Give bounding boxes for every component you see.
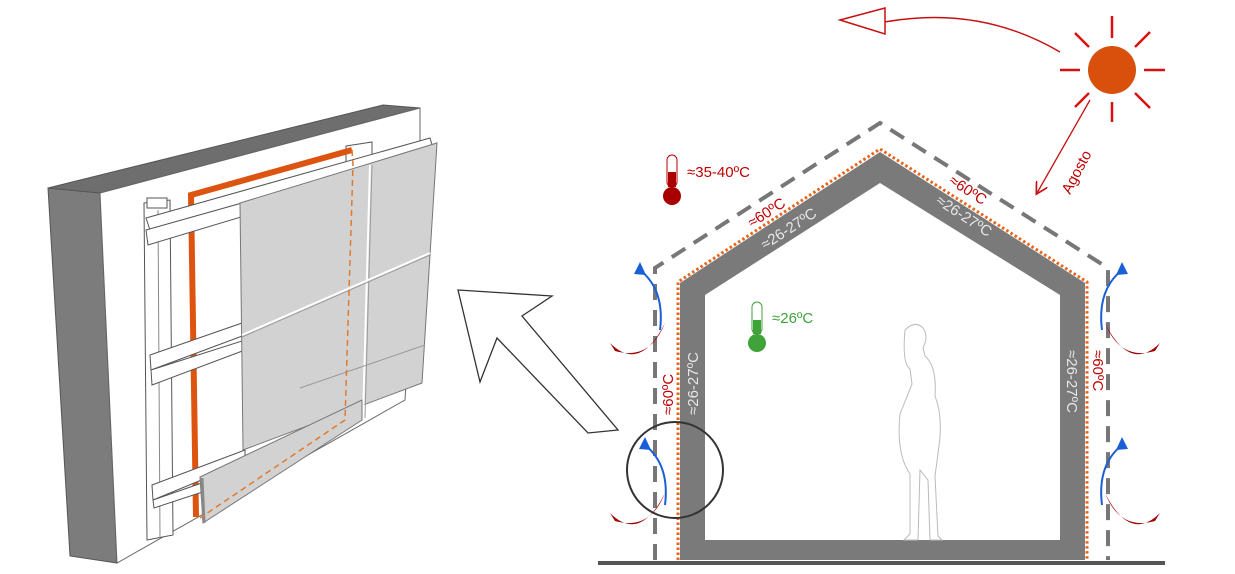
sun-month-label: Agosto bbox=[1059, 148, 1096, 197]
sun-path-arrow bbox=[884, 16, 1061, 53]
red-airflow-arrow bbox=[1105, 323, 1160, 355]
airflow-arrows bbox=[610, 262, 1160, 525]
blue-arrowhead-icon bbox=[634, 262, 646, 275]
detail-callout-circle bbox=[626, 421, 724, 519]
outdoor-thermometer-icon bbox=[663, 154, 681, 205]
person-figure bbox=[898, 324, 944, 541]
pointer-arrow bbox=[457, 289, 620, 434]
sun-path-arrowhead-icon bbox=[837, 7, 886, 36]
wall-right-outer-temp: ≈60ºC bbox=[1089, 350, 1106, 391]
insulation-dotted bbox=[676, 147, 1089, 560]
wall-right-inner-temp: ≈26-27ºC bbox=[1063, 350, 1080, 413]
facade-detail bbox=[47, 104, 438, 564]
wall-left-outer-temp: ≈60ºC bbox=[660, 374, 677, 415]
sun-ray-arrow bbox=[1037, 99, 1091, 193]
red-airflow-arrow bbox=[1105, 493, 1160, 525]
blue-arrowhead-icon bbox=[639, 437, 651, 450]
sun-icon bbox=[1060, 16, 1165, 122]
blue-airflow-arrow bbox=[1100, 269, 1123, 331]
blue-airflow-arrow bbox=[639, 269, 662, 331]
blue-arrowhead-icon bbox=[1116, 437, 1128, 450]
hidden-insulation-outline bbox=[199, 149, 354, 519]
cladding-panels bbox=[239, 142, 438, 451]
outdoor-temp-label: ≈35-40ºC bbox=[687, 164, 750, 181]
indoor-thermometer-icon bbox=[748, 301, 766, 352]
ventilated-skin-dashed bbox=[653, 120, 1110, 560]
blue-arrowhead-icon bbox=[1116, 262, 1128, 275]
wall-left-inner-temp: ≈26-27ºC bbox=[685, 352, 702, 415]
blue-airflow-arrow bbox=[1100, 444, 1123, 506]
house-section: ≈60ºC ≈26-27ºC ≈60ºC ≈26-27ºC ≈60ºC ≈26-… bbox=[598, 120, 1165, 565]
red-airflow-arrow bbox=[610, 493, 665, 525]
vertical-post-cap bbox=[146, 197, 168, 209]
red-airflow-arrow bbox=[610, 323, 665, 355]
indoor-temp-label: ≈26ºC bbox=[772, 310, 813, 327]
insulation-layer bbox=[187, 147, 353, 518]
